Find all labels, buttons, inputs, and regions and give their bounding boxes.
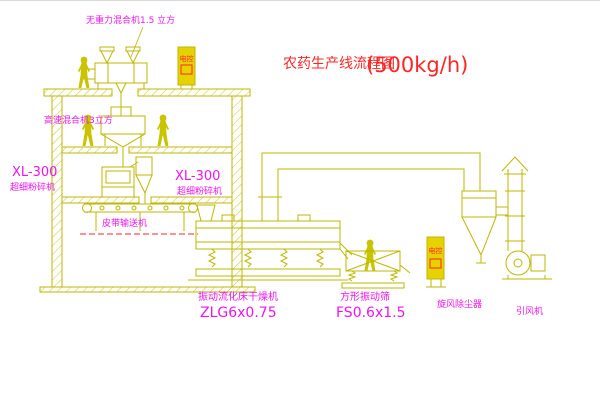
exhaust-stack [501, 156, 529, 251]
building-structure [39, 88, 256, 293]
cabinet-1-text: 电控 [180, 54, 194, 63]
cyclone-separator [461, 190, 508, 264]
diagram-title: 农药生产线流程图 [283, 56, 395, 72]
label-high-speed-mixer: 高速混合机3立方 [44, 114, 113, 126]
worker-figure-3 [157, 114, 169, 146]
worker-figure-4 [364, 239, 376, 271]
label-gravity-mixer: 无重力混合机1.5 立方 [86, 14, 175, 26]
label-fan: 引风机 [516, 305, 543, 317]
fluid-bed-dryer [188, 204, 353, 281]
exhaust-duct [258, 152, 481, 221]
label-crusher-center-name: 超细粉碎机 [177, 185, 222, 197]
label-dryer-model: ZLG6x0.75 [200, 305, 277, 321]
label-screen-model: FS0.6x1.5 [336, 305, 406, 321]
control-cabinet-1: 电控 [177, 46, 196, 89]
label-screen-name: 方形振动筛 [340, 290, 390, 303]
high-speed-mixer [100, 106, 146, 167]
label-crusher-left-name: 超细粉碎机 [10, 181, 55, 193]
crusher-unit [101, 156, 153, 204]
gravity-mixer [83, 46, 148, 116]
label-leader-line [130, 26, 144, 58]
belt-conveyor [82, 203, 198, 231]
cabinet-2-text: 电控 [429, 246, 443, 255]
diagram-capacity: (500kg/h) [366, 53, 468, 77]
control-cabinet-2: 电控 [426, 236, 446, 288]
worker-figure-2 [82, 114, 94, 146]
label-dryer-name: 振动流化床干燥机 [198, 290, 278, 303]
label-crusher-center-model: XL-300 [175, 169, 220, 184]
label-crusher-left-model: XL-300 [12, 165, 57, 180]
vibrating-screen [341, 250, 411, 289]
induced-draft-fan [502, 250, 552, 280]
label-belt-conveyor: 皮带输送机 [102, 217, 147, 229]
worker-figure-1 [78, 56, 90, 88]
label-cyclone: 旋风除尘器 [437, 298, 482, 310]
